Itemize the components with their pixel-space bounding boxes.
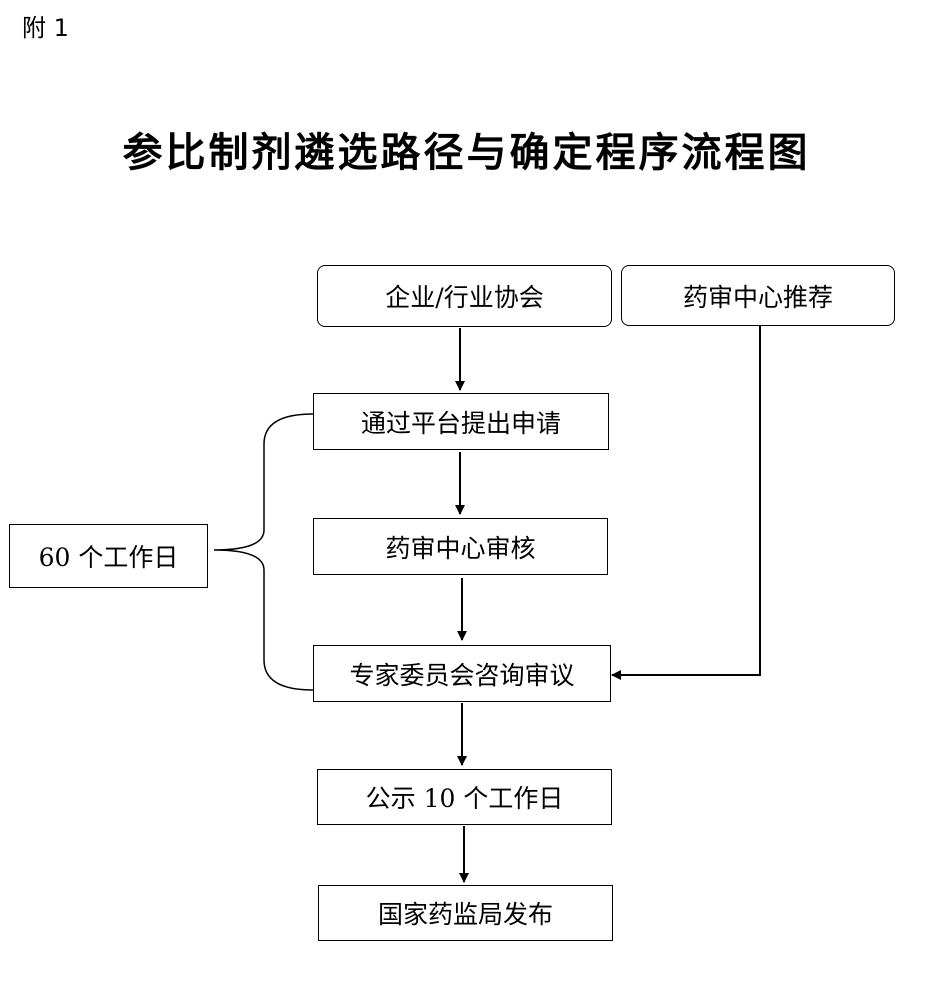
arrow-recommend-to-expert bbox=[611, 326, 761, 680]
node-expert-committee: 专家委员会咨询审议 bbox=[313, 645, 611, 702]
node-platform-application: 通过平台提出申请 bbox=[313, 393, 609, 450]
duration-label: 60 个工作日 bbox=[9, 524, 208, 588]
node-publicity: 公示 10 个工作日 bbox=[317, 769, 612, 825]
duration-bracket bbox=[213, 413, 314, 691]
node-cde-recommendation: 药审中心推荐 bbox=[621, 265, 895, 326]
page-title: 参比制剂遴选路径与确定程序流程图 bbox=[122, 130, 811, 176]
node-cde-review: 药审中心审核 bbox=[313, 518, 608, 575]
node-enterprise-association: 企业/行业协会 bbox=[317, 265, 612, 327]
attachment-label: 附 1 bbox=[22, 14, 69, 42]
node-nmpa-release: 国家药监局发布 bbox=[318, 885, 613, 941]
